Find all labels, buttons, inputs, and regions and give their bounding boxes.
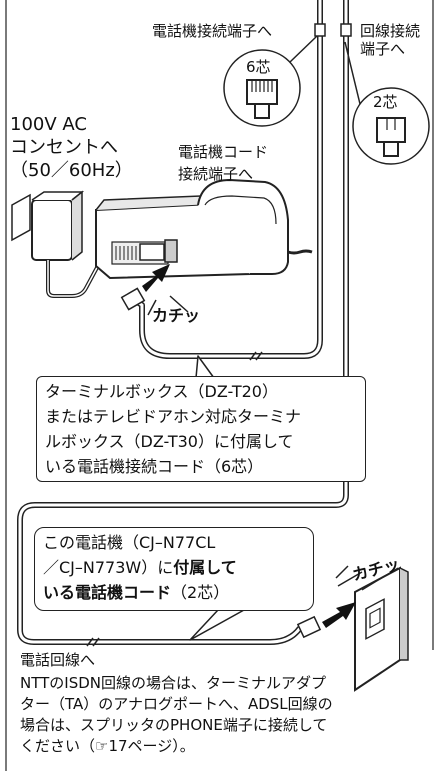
- wall-plug: [296, 615, 322, 639]
- callout-box-phone-cord-bold: 付属して いる電話機コード: [43, 558, 237, 602]
- wall-jack: [354, 566, 409, 692]
- box2-pointer: [189, 609, 245, 641]
- note-isdn-adsl: NTTのISDN回線の場合は、ターミナルアダプ ター（TA）のアナログポートへ、…: [20, 674, 333, 755]
- cord-plug: [120, 287, 146, 311]
- label-phone-terminal: 電話機接続端子へ: [152, 22, 273, 40]
- callout-box-terminal-cord-text: ターミナルボックス（DZ-T20） またはテレビドアホン対応ターミナ ルボックス…: [45, 382, 302, 476]
- box1-pointer: [195, 355, 215, 379]
- label-ac-outlet: 100V AC コンセントへ （50／60Hz）: [10, 114, 133, 181]
- insert-arrow: [142, 264, 170, 292]
- label-cord-2: 2芯: [373, 93, 398, 111]
- label-phone-line: 電話回線へ: [20, 651, 96, 669]
- cord-break-mark: [86, 637, 100, 647]
- callout-box-terminal-cord: ターミナルボックス（DZ-T20） またはテレビドアホン対応ターミナ ルボックス…: [36, 376, 366, 482]
- ac-adapter: [11, 190, 113, 298]
- label-cord-terminal: 電話機コード 接続端子へ: [178, 143, 269, 183]
- phone-terminal-connector: [314, 23, 326, 37]
- callout-box-phone-cord-text: この電話機（CJ–N77CL ／CJ–N773W）に: [43, 533, 216, 577]
- base-unit: [95, 178, 313, 280]
- line-terminal-connector: [340, 23, 352, 37]
- label-line-terminal: 回線接続 端子へ: [360, 22, 421, 58]
- cord-break-mark: [249, 351, 263, 361]
- label-click-1: カチッ: [152, 306, 201, 325]
- label-cord-6: 6芯: [246, 58, 271, 76]
- insert-arrow-jack: [322, 602, 356, 628]
- callout-box-phone-cord: この電話機（CJ–N77CL ／CJ–N773W）に付属して いる電話機コード（…: [34, 527, 314, 611]
- callout-box-phone-cord-suffix: （2芯）: [171, 583, 230, 602]
- plug-2-core-icon: [376, 117, 406, 143]
